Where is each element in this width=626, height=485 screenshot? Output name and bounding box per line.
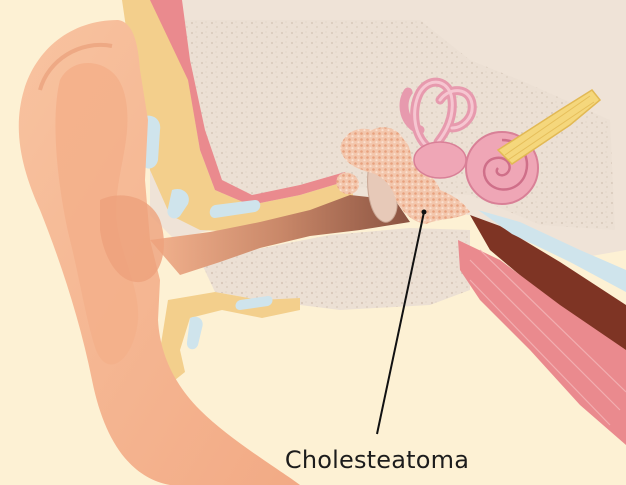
label-pointer-dot xyxy=(422,210,427,215)
cholesteatoma-label: Cholesteatoma xyxy=(272,446,482,474)
vestibule xyxy=(414,142,466,178)
lower-fat-layer xyxy=(160,292,300,380)
lower-cartilage xyxy=(187,317,203,350)
